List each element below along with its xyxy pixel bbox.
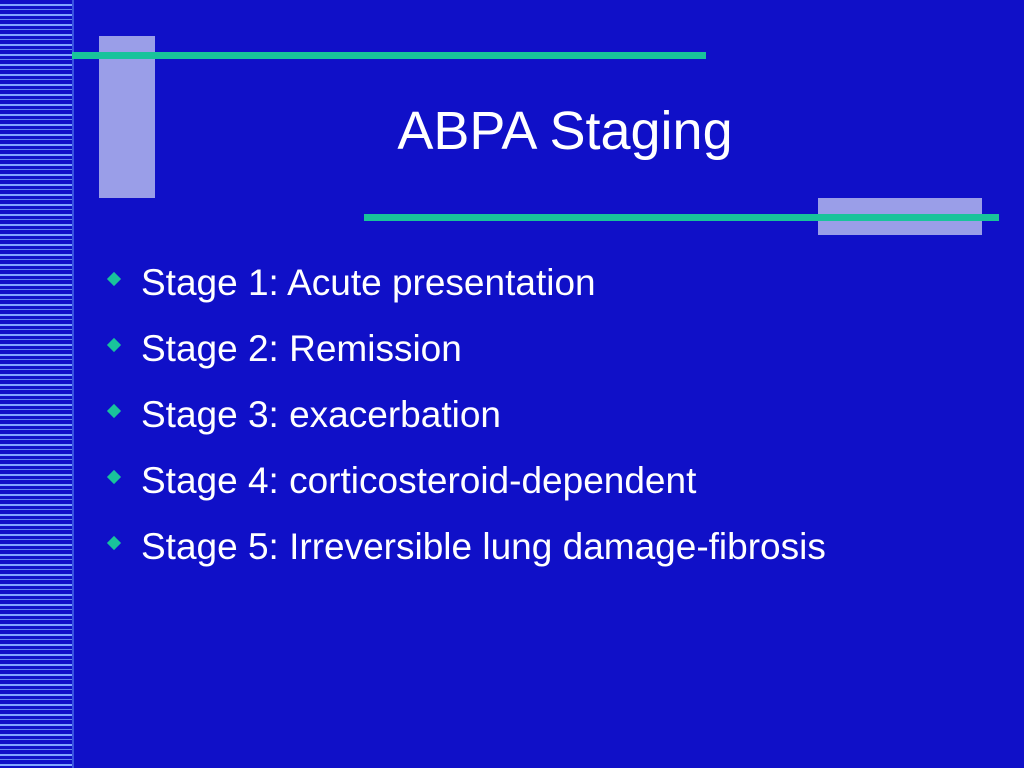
diamond-bullet-icon [106,271,122,287]
list-item: Stage 4: corticosteroid-dependent [104,448,1004,514]
slide-title: ABPA Staging [397,101,733,161]
decorative-top-line [72,52,706,59]
decorative-vertical-block [99,36,155,198]
list-item: Stage 2: Remission [104,316,1004,382]
bullet-text: Stage 3: exacerbation [141,394,501,435]
list-item: Stage 5: Irreversible lung damage-fibros… [104,514,1004,580]
bullet-list: Stage 1: Acute presentation Stage 2: Rem… [104,250,1004,580]
diamond-bullet-icon [106,337,122,353]
bullet-text: Stage 1: Acute presentation [141,262,596,303]
decorative-bottom-line [364,214,999,221]
list-item: Stage 3: exacerbation [104,382,1004,448]
diamond-bullet-icon [106,469,122,485]
list-item: Stage 1: Acute presentation [104,250,1004,316]
diamond-bullet-icon [106,403,122,419]
left-striped-border [0,0,72,768]
bullet-text: Stage 4: corticosteroid-dependent [141,460,697,501]
bullet-text: Stage 5: Irreversible lung damage-fibros… [141,526,826,567]
left-border-edge [72,0,74,768]
bullet-text: Stage 2: Remission [141,328,462,369]
diamond-bullet-icon [106,535,122,551]
